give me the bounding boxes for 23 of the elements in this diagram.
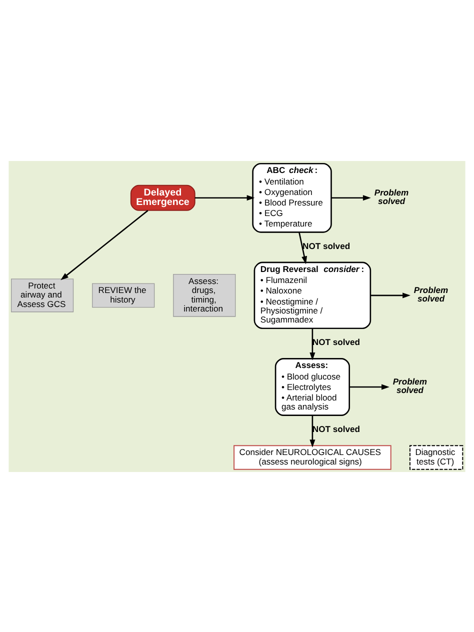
node-box: Diagnostic tests (CT) bbox=[409, 444, 464, 470]
arrow bbox=[370, 292, 410, 298]
edge-label: NOT solved bbox=[312, 336, 360, 347]
edge-label: NOT solved bbox=[312, 424, 360, 434]
arrow bbox=[194, 194, 255, 200]
node-text: Problem solved bbox=[392, 376, 428, 395]
node-box: Consider NEUROLOGICAL CAUSES (assess neurological signs) bbox=[234, 444, 392, 470]
arrow bbox=[331, 194, 371, 200]
node-box: Drug Reversal consider: • Flumazenil • Naloxone • Neostigmine / Physiostigmine / Sugammadex bbox=[254, 261, 372, 329]
node-box: Assess: drugs, timing, interaction bbox=[173, 274, 236, 316]
node-box: Assess: • Blood glucose • Electrolytes • Arterial blood gas analysis bbox=[274, 358, 350, 416]
edge-label: NOT solved bbox=[302, 240, 350, 250]
arrow bbox=[310, 414, 316, 447]
node-box: Protect airway and Assess GCS bbox=[11, 278, 74, 312]
node-box: Delayed Emergence bbox=[130, 184, 196, 210]
node-box: ABC check: • Ventilation • Oxygenation • Blood Pressure • ECG • Temperature bbox=[252, 162, 332, 232]
arrow bbox=[349, 384, 390, 390]
node-text: Problem solved bbox=[374, 187, 409, 206]
node-text: Problem solved bbox=[414, 284, 448, 304]
arrow bbox=[298, 232, 308, 264]
arrow bbox=[60, 210, 148, 280]
arrow bbox=[310, 328, 316, 360]
node-box: REVIEW the history bbox=[92, 282, 155, 308]
